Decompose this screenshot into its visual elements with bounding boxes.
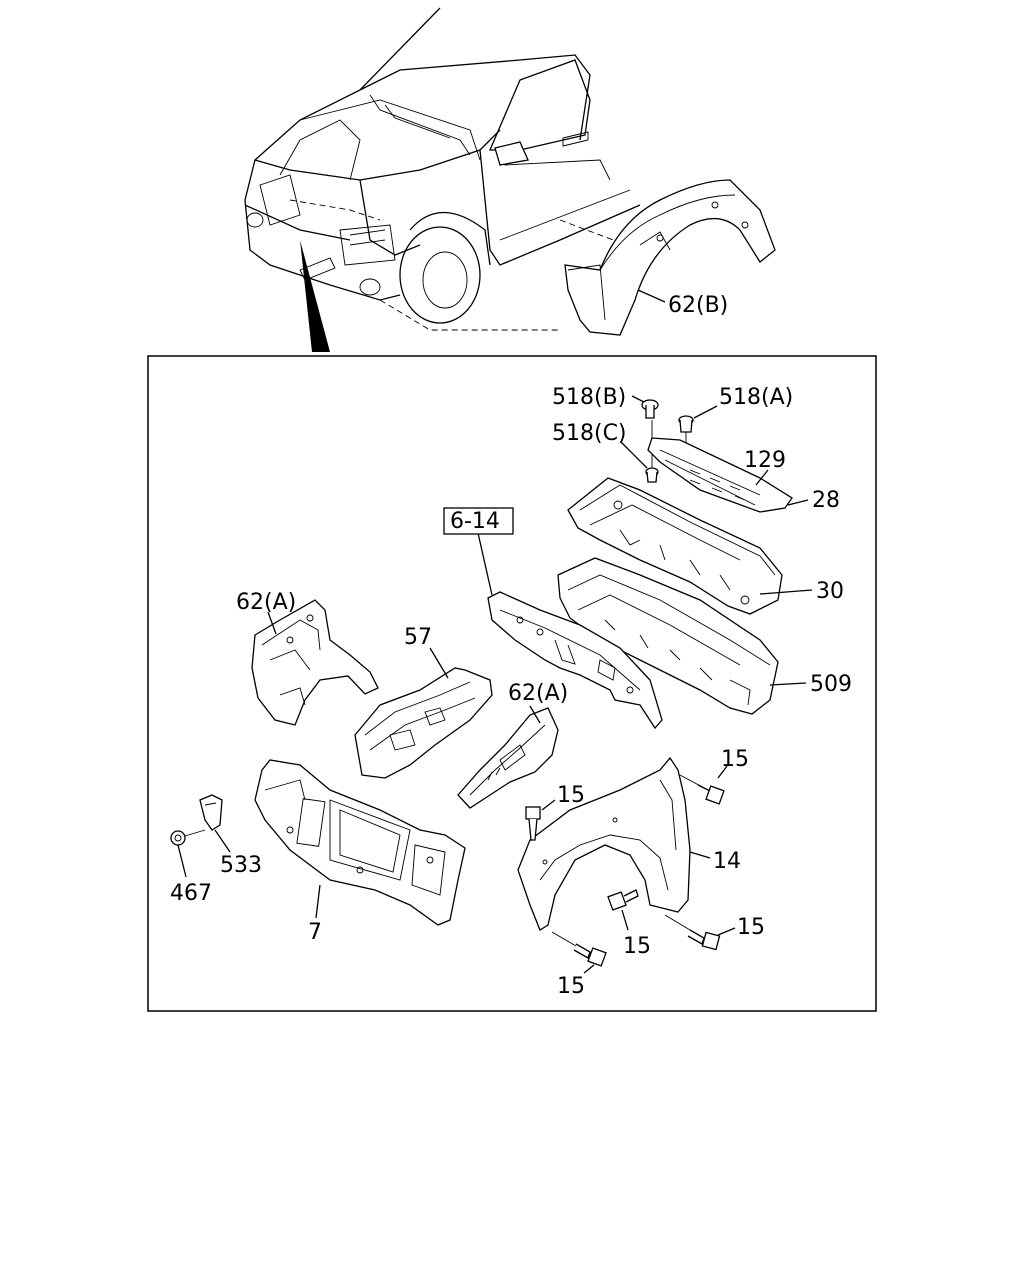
callout-28: 28 [812, 488, 840, 513]
callout-15-d: 15 [737, 915, 765, 940]
callout-62a-mid: 62(A) [508, 681, 568, 706]
callout-518a: 518(A) [719, 385, 793, 410]
dash-upper-panel-illustration [567, 477, 813, 615]
clip-518b-illustration [631, 395, 659, 419]
bolt-15-mid-lower [607, 889, 639, 931]
callout-15-b: 15 [557, 783, 585, 808]
callout-7: 7 [308, 920, 322, 945]
callout-14: 14 [713, 849, 741, 874]
bracket-533-illustration [199, 794, 231, 853]
callout-62b-top: 62(B) [668, 293, 728, 318]
callout-518b: 518(B) [552, 385, 626, 410]
callout-509: 509 [810, 672, 852, 697]
clip-467-illustration [170, 829, 206, 878]
radiator-core-support-illustration [254, 759, 466, 926]
callout-30: 30 [816, 579, 844, 604]
callout-533: 533 [220, 853, 262, 878]
cowl-top-grille-illustration [647, 437, 809, 513]
callout-15-e: 15 [557, 974, 585, 999]
detail-inset-frame [147, 355, 877, 1012]
callout-62a-left: 62(A) [236, 590, 296, 615]
vehicle-overview-illustration [244, 7, 641, 352]
wheel-housing-62b-illustration [564, 179, 776, 336]
side-member-57-illustration [354, 647, 493, 779]
callout-467: 467 [170, 881, 212, 906]
bolt-15-center [525, 799, 556, 841]
callout-57: 57 [404, 625, 432, 650]
callout-15-c: 15 [623, 934, 651, 959]
apron-62a-mid-illustration [457, 705, 559, 809]
reference-box-6-14 [443, 507, 514, 535]
bolt-15-right-lower [664, 914, 736, 951]
callout-129: 129 [744, 448, 786, 473]
callout-6-14: 6-14 [450, 509, 500, 534]
bolt-15-bottom [551, 931, 607, 974]
bolt-15-top-right [679, 765, 728, 805]
dash-panel-illustration [477, 532, 663, 730]
apron-62a-left-illustration [251, 599, 379, 726]
callout-15-a: 15 [721, 747, 749, 772]
front-fender-14-illustration [517, 756, 711, 931]
callout-518c: 518(C) [552, 421, 627, 446]
